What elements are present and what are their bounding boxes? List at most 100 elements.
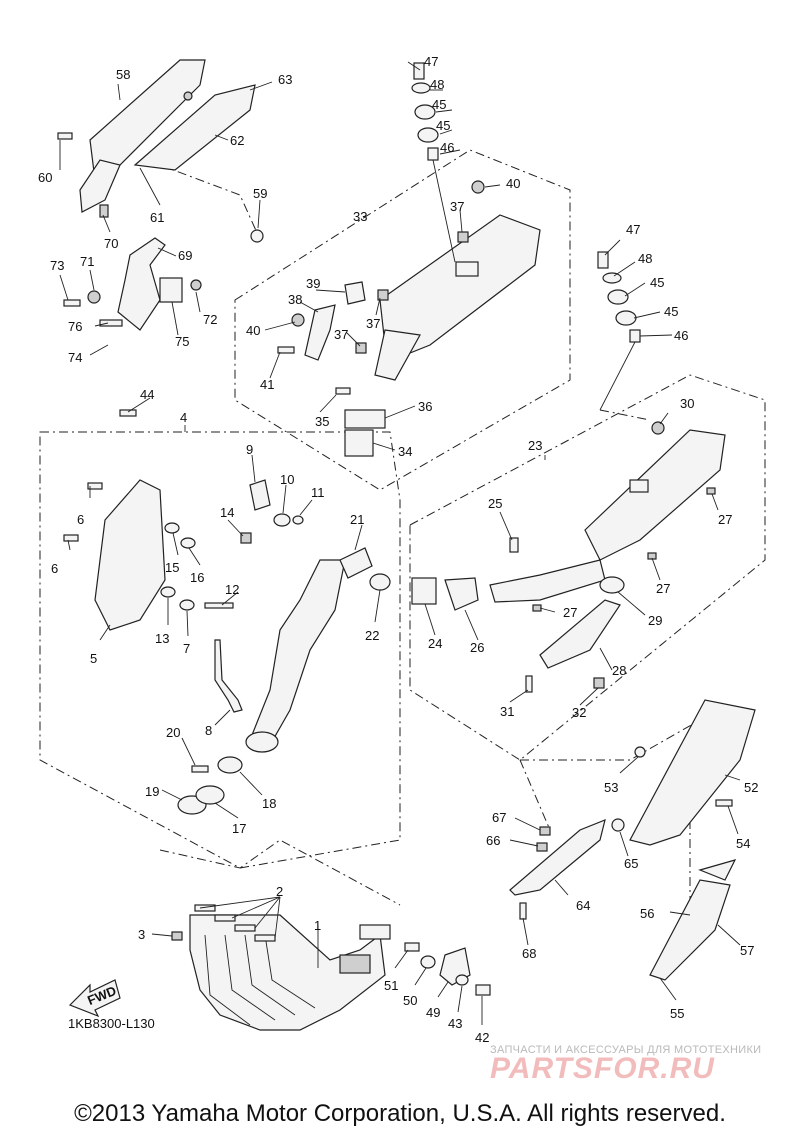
callout-29: 29 bbox=[648, 613, 662, 628]
gasket-2b bbox=[214, 914, 236, 922]
callout-59: 59 bbox=[253, 186, 267, 201]
callout-74: 74 bbox=[68, 350, 82, 365]
callout-4: 4 bbox=[180, 410, 187, 425]
callout-55: 55 bbox=[670, 1006, 684, 1021]
callout-54: 54 bbox=[736, 836, 750, 851]
callout-45b: 45 bbox=[436, 118, 450, 133]
clamp-26 bbox=[444, 577, 479, 611]
damper-45c bbox=[607, 289, 629, 305]
callout-41: 41 bbox=[260, 377, 274, 392]
callout-39: 39 bbox=[306, 276, 320, 291]
protector-64 bbox=[509, 819, 606, 896]
callout-24: 24 bbox=[428, 636, 442, 651]
collar-11 bbox=[292, 515, 304, 525]
callout-66: 66 bbox=[486, 833, 500, 848]
nut-37a bbox=[457, 231, 469, 243]
callout-30: 30 bbox=[680, 396, 694, 411]
gasket-24 bbox=[411, 577, 437, 605]
protector-57 bbox=[698, 859, 737, 881]
pipe-outlet-4 bbox=[245, 731, 279, 753]
callout-65: 65 bbox=[624, 856, 638, 871]
callout-34: 34 bbox=[398, 444, 412, 459]
callout-57: 57 bbox=[740, 943, 754, 958]
collar-15 bbox=[164, 522, 180, 534]
damper-45a bbox=[414, 104, 436, 120]
callout-75: 75 bbox=[175, 334, 189, 349]
callout-40b: 40 bbox=[246, 323, 260, 338]
callout-58: 58 bbox=[116, 67, 130, 82]
leader-dash-header bbox=[159, 839, 401, 906]
group-outline-33 bbox=[234, 149, 571, 491]
callout-46a: 46 bbox=[440, 140, 454, 155]
callout-62: 62 bbox=[230, 133, 244, 148]
hanger-line-46a bbox=[432, 159, 456, 263]
callout-46b: 46 bbox=[674, 328, 688, 343]
bracket-38 bbox=[304, 304, 336, 361]
leader-dash-30 bbox=[599, 409, 651, 421]
damper-30 bbox=[651, 421, 665, 435]
collar-76 bbox=[99, 319, 123, 327]
stay-9 bbox=[249, 479, 271, 511]
nut-37c bbox=[355, 342, 367, 354]
callout-50: 50 bbox=[403, 993, 417, 1008]
muffler-protector-56 bbox=[649, 879, 731, 981]
callout-28: 28 bbox=[612, 663, 626, 678]
damper-14 bbox=[240, 532, 252, 544]
diagram-code: 1KB8300-L130 bbox=[68, 1016, 155, 1031]
callout-69: 69 bbox=[178, 248, 192, 263]
nut-27a bbox=[532, 604, 542, 612]
bolt-60 bbox=[57, 132, 73, 140]
callout-33: 33 bbox=[353, 209, 367, 224]
nut-27c bbox=[706, 487, 716, 495]
bolt-47b bbox=[597, 251, 609, 269]
damper-29 bbox=[599, 576, 625, 594]
callout-63: 63 bbox=[278, 72, 292, 87]
callout-60: 60 bbox=[38, 170, 52, 185]
bolt-6a bbox=[87, 482, 103, 490]
callout-45a: 45 bbox=[432, 97, 446, 112]
clamp-39 bbox=[344, 281, 366, 305]
exhaust-pipe-join-21 bbox=[339, 547, 373, 579]
callout-52: 52 bbox=[744, 780, 758, 795]
bolt-12 bbox=[204, 602, 234, 609]
callout-11: 11 bbox=[311, 485, 325, 500]
muffler-bracket-23 bbox=[629, 479, 649, 493]
callout-18: 18 bbox=[262, 796, 276, 811]
callout-27b: 27 bbox=[656, 581, 670, 596]
grommet-59 bbox=[250, 229, 264, 243]
callout-37b: 37 bbox=[366, 316, 380, 331]
header-runner-1 bbox=[204, 934, 251, 1026]
callout-25: 25 bbox=[488, 496, 502, 511]
muffler-outlet-33 bbox=[374, 329, 421, 381]
callout-61: 61 bbox=[150, 210, 164, 225]
protector-bracket-61 bbox=[79, 159, 121, 213]
callout-47b: 47 bbox=[626, 222, 640, 237]
bolt-44 bbox=[119, 409, 137, 417]
callout-56: 56 bbox=[640, 906, 654, 921]
leader-lines bbox=[59, 61, 741, 1025]
callout-16: 16 bbox=[190, 570, 204, 585]
collar-46a bbox=[427, 147, 439, 161]
washer-43 bbox=[455, 974, 469, 986]
callout-48b: 48 bbox=[638, 251, 652, 266]
callout-37c: 37 bbox=[334, 327, 348, 342]
bolt-41 bbox=[277, 346, 295, 354]
callout-19: 19 bbox=[145, 784, 159, 799]
damper-70 bbox=[99, 204, 109, 218]
callout-20: 20 bbox=[166, 725, 180, 740]
grommet-53 bbox=[634, 746, 646, 758]
leader-dash-59 bbox=[159, 164, 259, 236]
gasket-34 bbox=[344, 429, 374, 457]
callout-43: 43 bbox=[448, 1016, 462, 1031]
group-outline-23 bbox=[409, 374, 766, 761]
callout-14: 14 bbox=[220, 505, 234, 520]
callout-10: 10 bbox=[280, 472, 294, 487]
gasket-2a bbox=[194, 904, 216, 912]
callout-15: 15 bbox=[165, 560, 179, 575]
gasket-2d bbox=[254, 934, 276, 942]
header-flange bbox=[359, 924, 391, 940]
nut-37b bbox=[377, 289, 389, 301]
header-runner-3 bbox=[244, 934, 296, 1016]
callout-32: 32 bbox=[572, 705, 586, 720]
callout-70: 70 bbox=[104, 236, 118, 251]
